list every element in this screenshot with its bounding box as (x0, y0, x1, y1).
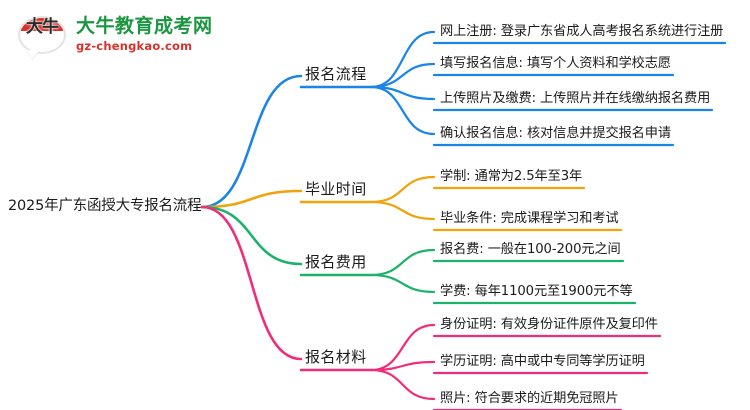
logo-bubble-shape (18, 16, 66, 54)
leaf-node-1-4[interactable]: 确认报名信息: 核对信息并提交报名申请 (440, 125, 671, 141)
logo-bubble-tail (27, 50, 40, 59)
branch-node-3[interactable]: 报名费用 (305, 252, 367, 271)
logo-site-url: gz-chengkao.com (76, 39, 193, 54)
branch-node-4[interactable]: 报名材料 (305, 347, 367, 366)
branch-node-1[interactable]: 报名流程 (305, 64, 367, 83)
leaf-node-3-1[interactable]: 报名费: 一般在100-200元之间 (440, 241, 621, 257)
root-node[interactable]: 2025年广东函授大专报名流程 (8, 198, 202, 214)
branch-node-2[interactable]: 毕业时间 (305, 179, 367, 198)
site-logo: 大牛 大牛教育成考网 gz-chengkao.com (18, 10, 228, 62)
leaf-node-4-3[interactable]: 照片: 符合要求的近期免冠照片 (440, 390, 619, 406)
leaf-node-1-1[interactable]: 网上注册: 登录广东省成人高考报名系统进行注册 (440, 23, 724, 39)
leaf-node-2-1[interactable]: 学制: 通常为2.5年至3年 (440, 168, 583, 184)
leaf-node-1-2[interactable]: 填写报名信息: 填写个人资料和学校志愿 (440, 55, 671, 71)
leaf-node-1-3[interactable]: 上传照片及缴费: 上传照片并在线缴纳报名费用 (440, 90, 711, 106)
logo-site-name: 大牛教育成考网 (76, 15, 213, 38)
logo-mark-icon: 大牛 (18, 14, 68, 59)
leaf-node-2-2[interactable]: 毕业条件: 完成课程学习和考试 (440, 210, 619, 226)
leaf-node-3-2[interactable]: 学费: 每年1100元至1900元不等 (440, 283, 633, 299)
leaf-node-4-1[interactable]: 身份证明: 有效身份证件原件及复印件 (440, 316, 658, 332)
leaf-node-4-2[interactable]: 学历证明: 高中或中专同等学历证明 (440, 353, 645, 369)
logo-mark-text: 大牛 (26, 17, 59, 37)
logo-text-block: 大牛教育成考网 gz-chengkao.com (76, 16, 213, 55)
